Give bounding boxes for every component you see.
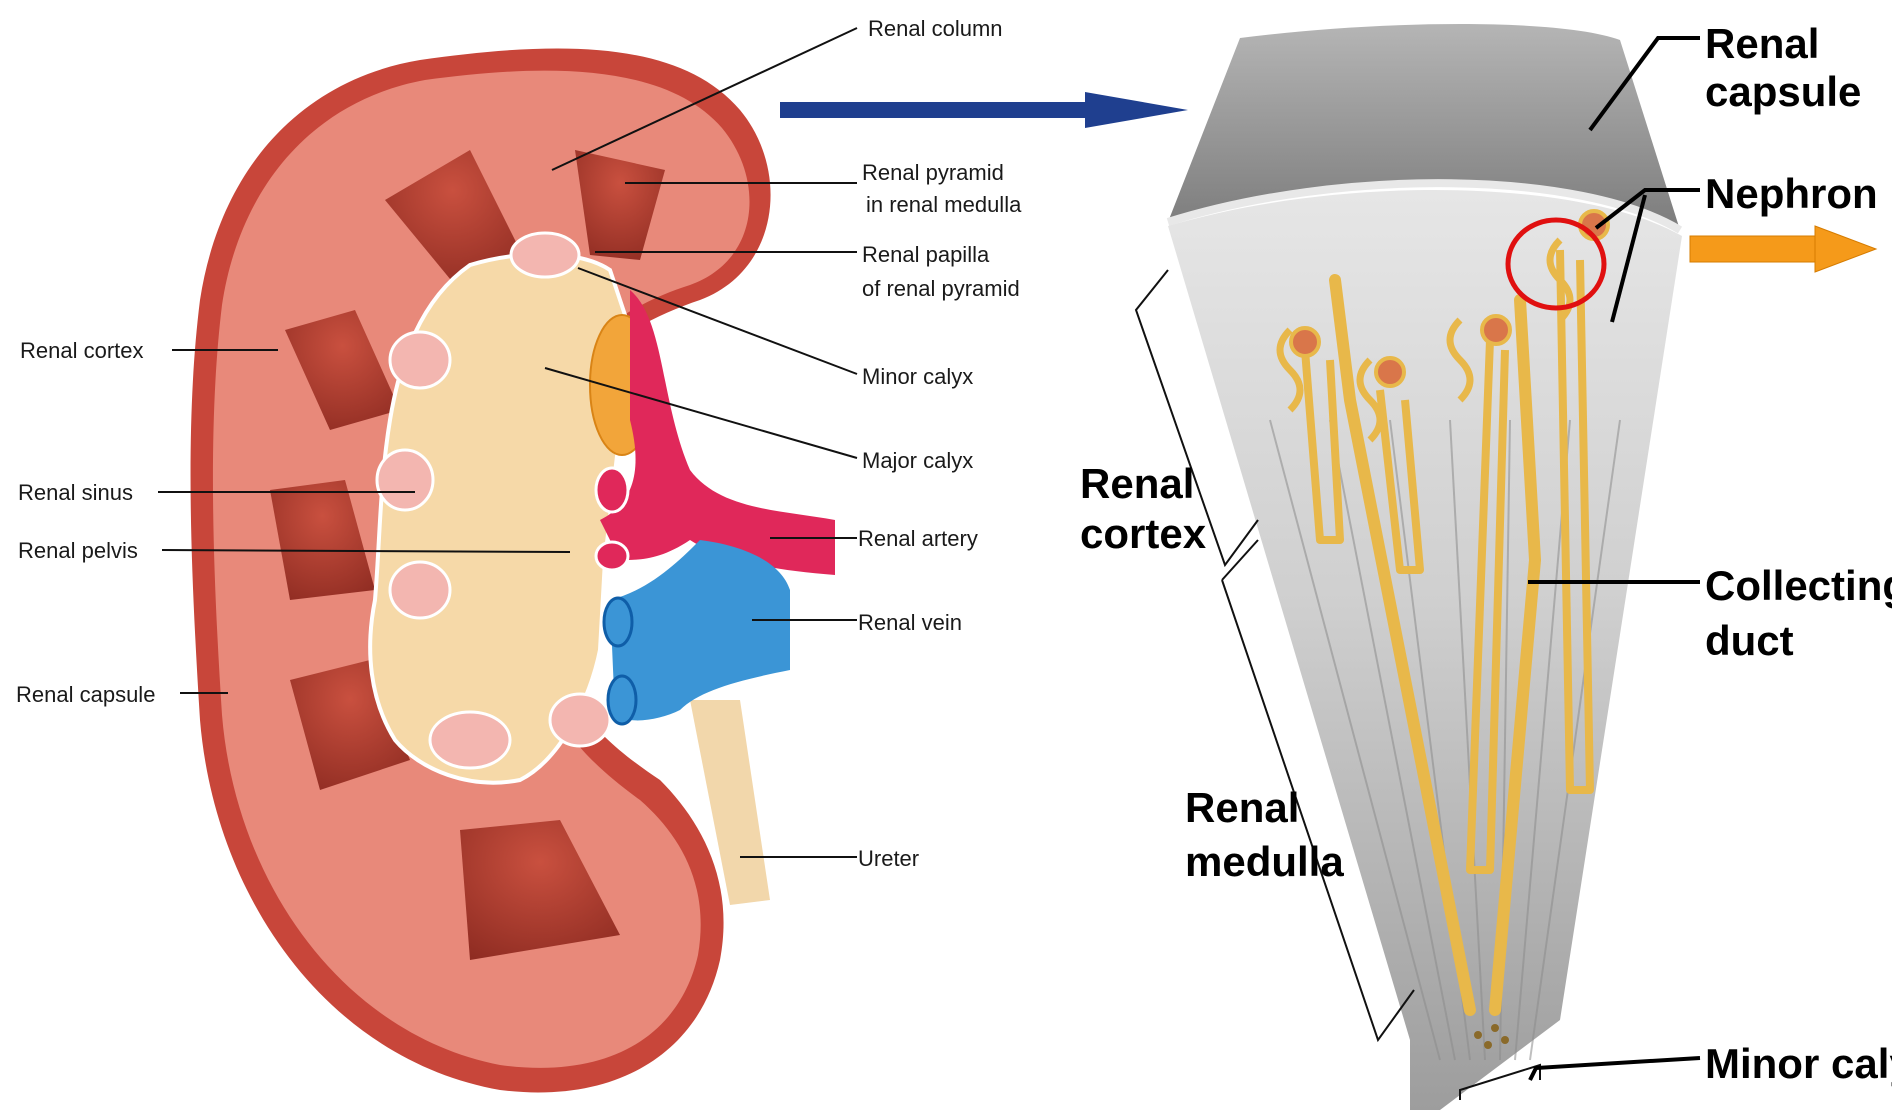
calyx xyxy=(430,712,510,768)
label-major-calyx: Major calyx xyxy=(862,448,973,473)
renal-artery xyxy=(600,290,835,575)
label-nephron: Nephron xyxy=(1705,170,1878,217)
calyx xyxy=(390,562,450,618)
label-renal-vein: Renal vein xyxy=(858,610,962,635)
label-minor-calyx: Minor calyx xyxy=(1705,1040,1892,1087)
label-renal-pyramid: Renal pyramid xyxy=(862,160,1004,185)
orange-arrow xyxy=(1690,226,1876,272)
label-renal-papilla-sub: of renal pyramid xyxy=(862,276,1020,301)
nephron-wedge-illustration xyxy=(1168,24,1682,1110)
label-renal-sinus: Renal sinus xyxy=(18,480,133,505)
vein-branch xyxy=(604,598,632,646)
label-medulla-sub: medulla xyxy=(1185,838,1344,885)
label-renal-papilla: Renal papilla xyxy=(862,242,990,267)
glomerulus xyxy=(1291,328,1319,356)
label-collecting-duct: Collecting xyxy=(1705,562,1892,609)
label-capsule-sub: capsule xyxy=(1705,68,1861,115)
glomerulus xyxy=(1376,358,1404,386)
calyx xyxy=(511,233,579,277)
leader-line xyxy=(1530,1058,1700,1080)
artery-branch xyxy=(596,542,628,570)
label-ureter: Ureter xyxy=(858,846,919,871)
label-renal-cortex: Renal cortex xyxy=(20,338,144,363)
vein-branch xyxy=(608,676,636,724)
label-renal-artery: Renal artery xyxy=(858,526,978,551)
label-renal-pyramid-sub: in renal medulla xyxy=(866,192,1022,217)
calyx xyxy=(377,450,433,510)
calyx xyxy=(550,694,610,746)
glomerulus xyxy=(1482,316,1510,344)
label-renal-pelvis: Renal pelvis xyxy=(18,538,138,563)
label-collecting-duct-sub: duct xyxy=(1705,617,1794,664)
label-cortex: Renal xyxy=(1080,460,1194,507)
label-renal-capsule: Renal capsule xyxy=(16,682,155,707)
kidney-illustration xyxy=(191,48,835,1092)
artery-branch xyxy=(596,468,628,512)
label-renal-column: Renal column xyxy=(868,16,1003,41)
label-medulla: Renal xyxy=(1185,784,1299,831)
label-cortex-sub: cortex xyxy=(1080,510,1207,557)
calyx xyxy=(390,332,450,388)
label-minor-calyx: Minor calyx xyxy=(862,364,973,389)
label-capsule: Renal xyxy=(1705,20,1819,67)
blue-arrow xyxy=(780,92,1188,128)
